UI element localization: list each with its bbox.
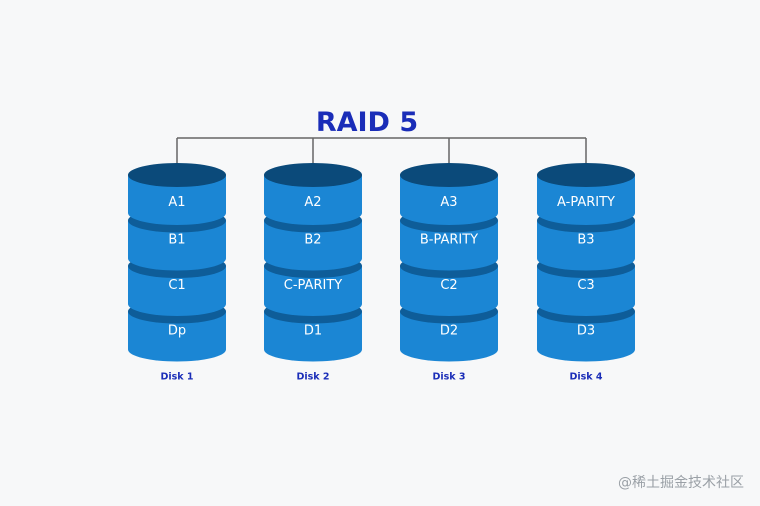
- disk-segment: A1: [128, 163, 226, 225]
- segment-body: [264, 311, 362, 362]
- watermark: @稀土掘金技术社区: [618, 475, 744, 491]
- segment-label: B1: [168, 233, 185, 248]
- segment-body: [537, 175, 635, 225]
- disk-label: Disk 2: [296, 372, 329, 383]
- segment-body: [537, 311, 635, 362]
- segment-body: [400, 175, 498, 225]
- segment-label: B3: [577, 233, 594, 248]
- segment-label: A1: [168, 195, 185, 210]
- segment-body: [128, 220, 226, 271]
- segment-body: [264, 220, 362, 271]
- segment-label: Dp: [168, 324, 186, 339]
- disk-segment: A2: [264, 163, 362, 225]
- segment-body: [400, 266, 498, 316]
- diagram-title: RAID 5: [316, 107, 418, 138]
- segment-label: A3: [440, 195, 457, 210]
- segment-label: C-PARITY: [284, 278, 342, 293]
- segment-label: C1: [168, 278, 185, 293]
- disk-label: Disk 3: [432, 372, 465, 383]
- segment-body: [264, 266, 362, 316]
- segment-body: [400, 311, 498, 362]
- segment-label: D2: [440, 324, 458, 339]
- segment-body: [128, 311, 226, 362]
- disk-segment: A-PARITY: [537, 163, 635, 225]
- disk-4: D3 C3 B3 A-PARITY Disk 4: [537, 163, 635, 383]
- segment-label: C3: [577, 278, 594, 293]
- segment-label: C2: [440, 278, 457, 293]
- segment-body: [537, 220, 635, 271]
- connector-lines: [176, 137, 587, 171]
- segment-label: D3: [577, 324, 595, 339]
- segment-top: [537, 163, 635, 187]
- disk-label: Disk 1: [160, 372, 193, 383]
- segment-label: A2: [304, 195, 321, 210]
- segment-top: [264, 163, 362, 187]
- segment-label: D1: [304, 324, 322, 339]
- segment-body: [264, 175, 362, 225]
- segment-label: A-PARITY: [557, 195, 615, 210]
- segment-body: [537, 266, 635, 316]
- segment-label: B-PARITY: [420, 233, 478, 248]
- segment-top: [400, 163, 498, 187]
- segment-label: B2: [304, 233, 321, 248]
- segment-top: [128, 163, 226, 187]
- disk-segment: A3: [400, 163, 498, 225]
- segment-body: [128, 175, 226, 225]
- segment-body: [128, 266, 226, 316]
- disk-label: Disk 4: [569, 372, 602, 383]
- segment-body: [400, 220, 498, 271]
